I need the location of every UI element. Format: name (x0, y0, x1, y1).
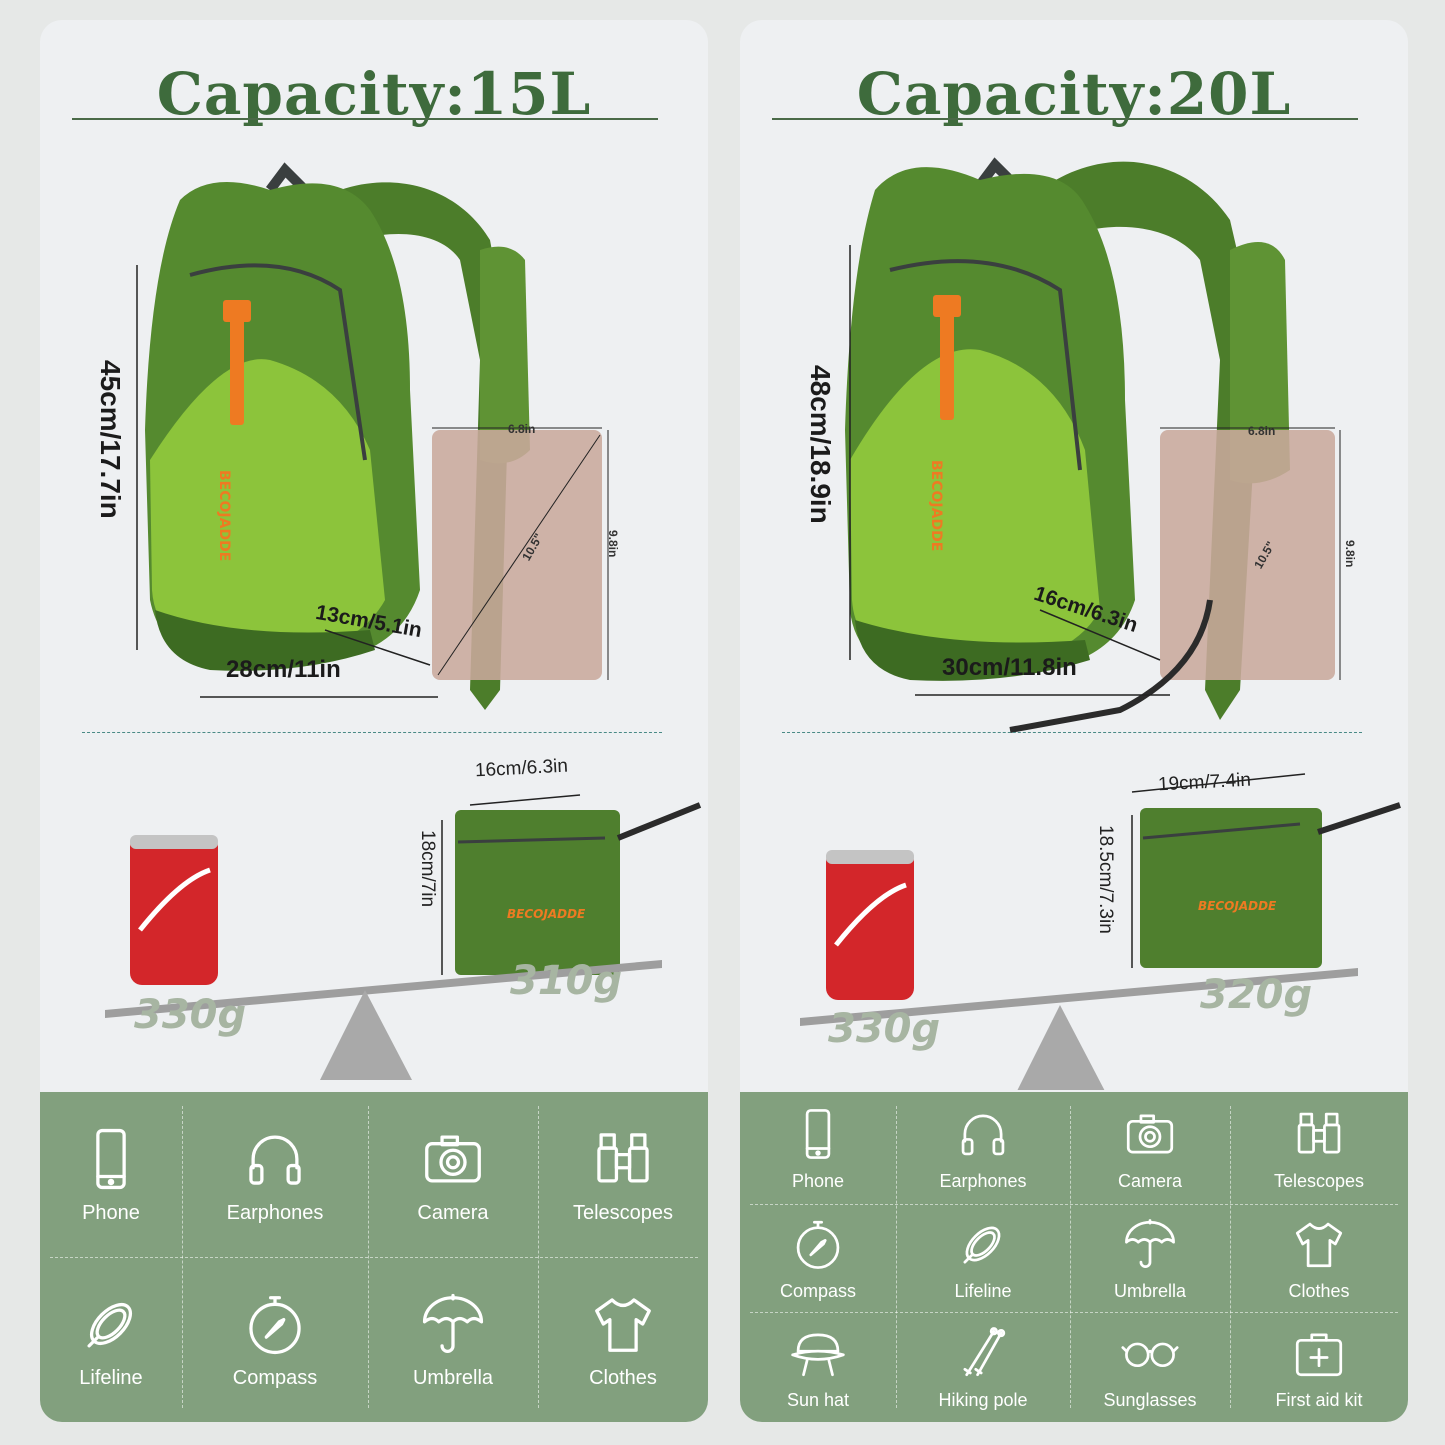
height-dimension: 45cm/17.7in (95, 360, 126, 519)
hiking-pole-icon (963, 1326, 1006, 1376)
camera-icon (1126, 1114, 1174, 1153)
grid-divider (50, 1257, 698, 1258)
content-item-earphones: Earphones (896, 1092, 1070, 1204)
pack-weight-label: 310g (510, 958, 623, 1004)
weight-comparison-illustration: BECOJADDE (800, 773, 1401, 1090)
content-item-label: Telescopes (1273, 1170, 1365, 1191)
sun-hat-icon (791, 1333, 845, 1376)
content-item-label: Lifeline (79, 1367, 143, 1389)
tablet-height-label: 9.8in (1343, 540, 1357, 568)
packed-height-label: 18cm/7in (417, 830, 438, 908)
clothes-icon (1295, 1222, 1343, 1267)
camera-icon (425, 1135, 481, 1183)
content-item-first-aid-kit: First aid kit (1230, 1312, 1408, 1422)
section-divider (782, 732, 1362, 733)
title-divider (772, 118, 1358, 120)
content-item-label: Clothes (1288, 1280, 1350, 1301)
content-item-label: Hiking pole (938, 1389, 1028, 1410)
umbrella-icon (422, 1293, 484, 1353)
earphones-icon (961, 1114, 1005, 1155)
brand-label: BECOJADDE (928, 460, 944, 551)
grid-divider (1230, 1106, 1231, 1408)
earphones-icon (249, 1135, 301, 1185)
can-weight-label: 330g (134, 992, 247, 1038)
clothes-icon (595, 1298, 651, 1352)
title-divider (72, 118, 658, 120)
capacity-title: Capacity:15L (156, 60, 592, 128)
content-item-lifeline: Lifeline (40, 1257, 182, 1422)
content-item-camera: Camera (1070, 1092, 1230, 1204)
content-item-label: Telescopes (572, 1202, 674, 1224)
grid-divider (750, 1312, 1398, 1313)
backpack-15l-illustration: BECOJADDE (136, 162, 609, 710)
content-item-label: Clothes (589, 1367, 657, 1389)
brand-label: BECOJADDE (216, 470, 232, 561)
content-item-clothes: Clothes (538, 1257, 708, 1422)
lifeline-icon (963, 1226, 1001, 1263)
umbrella-icon (1125, 1218, 1175, 1268)
content-item-sunglasses: Sunglasses (1070, 1312, 1230, 1422)
content-item-phone: Phone (740, 1092, 896, 1204)
capacity-20l-card: Capacity:20L BECOJADDE 48cm/18.9in 30cm/… (740, 20, 1408, 1422)
capacity-15l-card: Capacity:15L BECOJADDE 45cm/17.7in 28cm/… (40, 20, 708, 1422)
first-aid-kit-icon (1295, 1333, 1343, 1376)
capacity-title: Capacity:20L (856, 60, 1292, 128)
lifeline-icon (87, 1302, 133, 1348)
content-item-clothes: Clothes (1230, 1204, 1408, 1312)
height-dimension: 48cm/18.9in (805, 365, 836, 524)
content-item-hiking-pole: Hiking pole (896, 1312, 1070, 1422)
content-item-earphones: Earphones (182, 1092, 368, 1257)
width-dimension: 28cm/11in (226, 656, 341, 683)
telescope-icon (597, 1133, 649, 1183)
content-item-label: Camera (417, 1202, 489, 1224)
content-item-label: Phone (791, 1170, 845, 1191)
grid-divider (1070, 1106, 1071, 1408)
content-item-label: Earphones (226, 1202, 324, 1224)
content-item-label: Lifeline (954, 1280, 1012, 1301)
pouch-brand-label: BECOJADDE (507, 907, 586, 921)
content-item-phone: Phone (40, 1092, 182, 1257)
content-item-telescopes: Telescopes (1230, 1092, 1408, 1204)
content-item-label: Umbrella (1113, 1280, 1187, 1301)
content-item-compass: Compass (740, 1204, 896, 1312)
phone-icon (805, 1108, 831, 1159)
can-weight-label: 330g (828, 1006, 941, 1052)
compass-icon (249, 1296, 301, 1355)
content-item-label: Earphones (939, 1170, 1027, 1191)
grid-divider (750, 1204, 1398, 1205)
content-item-umbrella: Umbrella (1070, 1204, 1230, 1312)
section-divider (82, 732, 662, 733)
backpack-20l-illustration: BECOJADDE (845, 157, 1341, 733)
content-item-label: Sunglasses (1103, 1389, 1197, 1410)
telescope-icon (1297, 1112, 1341, 1153)
content-item-telescopes: Telescopes (538, 1092, 708, 1257)
content-item-label: Umbrella (412, 1367, 494, 1389)
content-item-label: Compass (232, 1367, 318, 1389)
tablet-width-label: 6.8in (1248, 424, 1276, 438)
content-item-sun-hat: Sun hat (740, 1312, 896, 1422)
phone-icon (96, 1128, 126, 1190)
packed-height-label: 18.5cm/7.3in (1095, 825, 1116, 934)
sunglasses-icon (1121, 1342, 1179, 1367)
tablet-height-label: 9.8in (606, 530, 620, 558)
content-item-camera: Camera (368, 1092, 538, 1257)
weight-comparison-illustration: BECOJADDE (105, 794, 702, 1080)
tablet-width-label: 6.8in (508, 422, 536, 436)
compass-icon (796, 1220, 840, 1269)
content-item-lifeline: Lifeline (896, 1204, 1070, 1312)
pack-weight-label: 320g (1200, 972, 1313, 1018)
content-item-label: Compass (779, 1280, 857, 1301)
content-item-label: Phone (82, 1202, 140, 1224)
content-item-umbrella: Umbrella (368, 1257, 538, 1422)
width-dimension: 30cm/11.8in (942, 654, 1077, 681)
content-item-label: Sun hat (786, 1389, 850, 1410)
content-item-label: First aid kit (1275, 1389, 1363, 1410)
pouch-brand-label: BECOJADDE (1198, 899, 1277, 913)
grid-divider (896, 1106, 897, 1408)
content-item-compass: Compass (182, 1257, 368, 1422)
content-item-label: Camera (1117, 1170, 1183, 1191)
